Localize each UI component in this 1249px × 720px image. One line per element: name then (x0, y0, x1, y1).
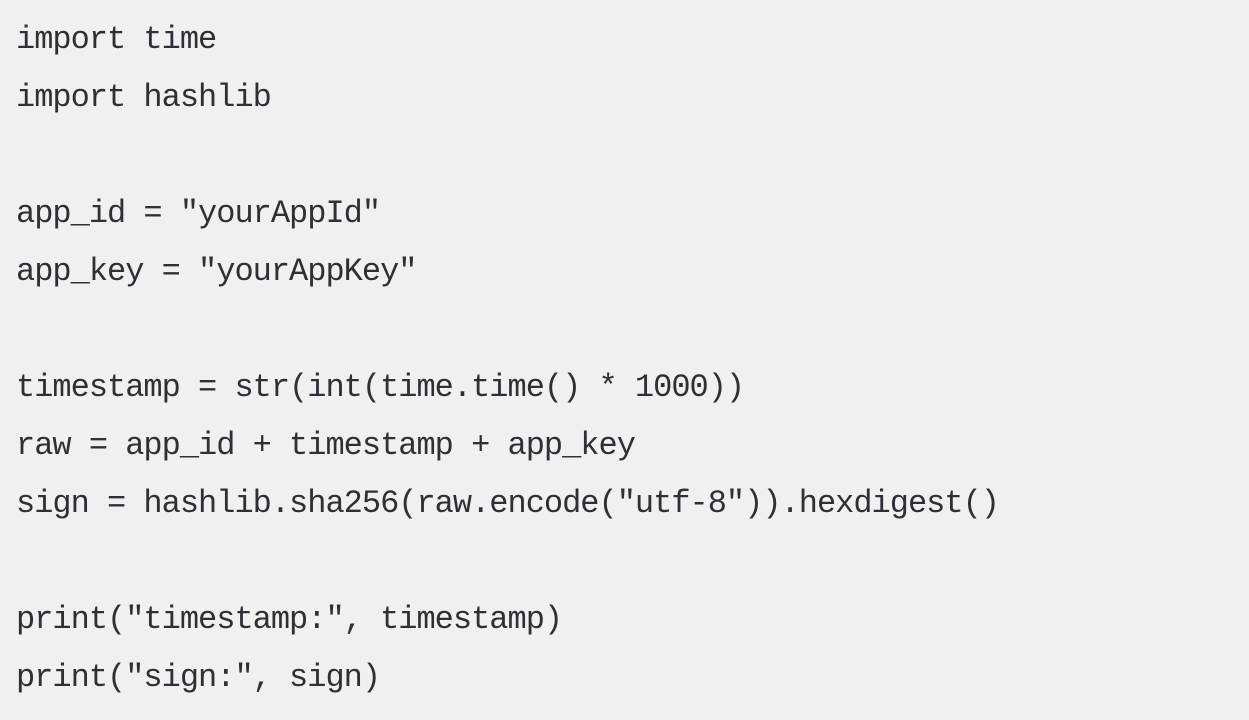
code-line: print(″sign:″, sign) (16, 659, 381, 696)
code-line-blank (16, 301, 1239, 359)
code-line: sign = hashlib.sha256(raw.encode(″utf-8″… (16, 485, 1000, 522)
code-line: import time (16, 21, 217, 58)
code-line-blank (16, 127, 1239, 185)
code-line: app_id = ″yourAppId″ (16, 195, 381, 232)
code-line: print(″timestamp:″, timestamp) (16, 601, 563, 638)
code-line: app_key = ″yourAppKey″ (16, 253, 417, 290)
code-line: import hashlib (16, 79, 272, 116)
code-line: raw = app_id + timestamp + app_key (16, 427, 636, 464)
code-line: timestamp = str(int(time.time() * 1000)) (16, 369, 745, 406)
code-line-blank (16, 533, 1239, 591)
